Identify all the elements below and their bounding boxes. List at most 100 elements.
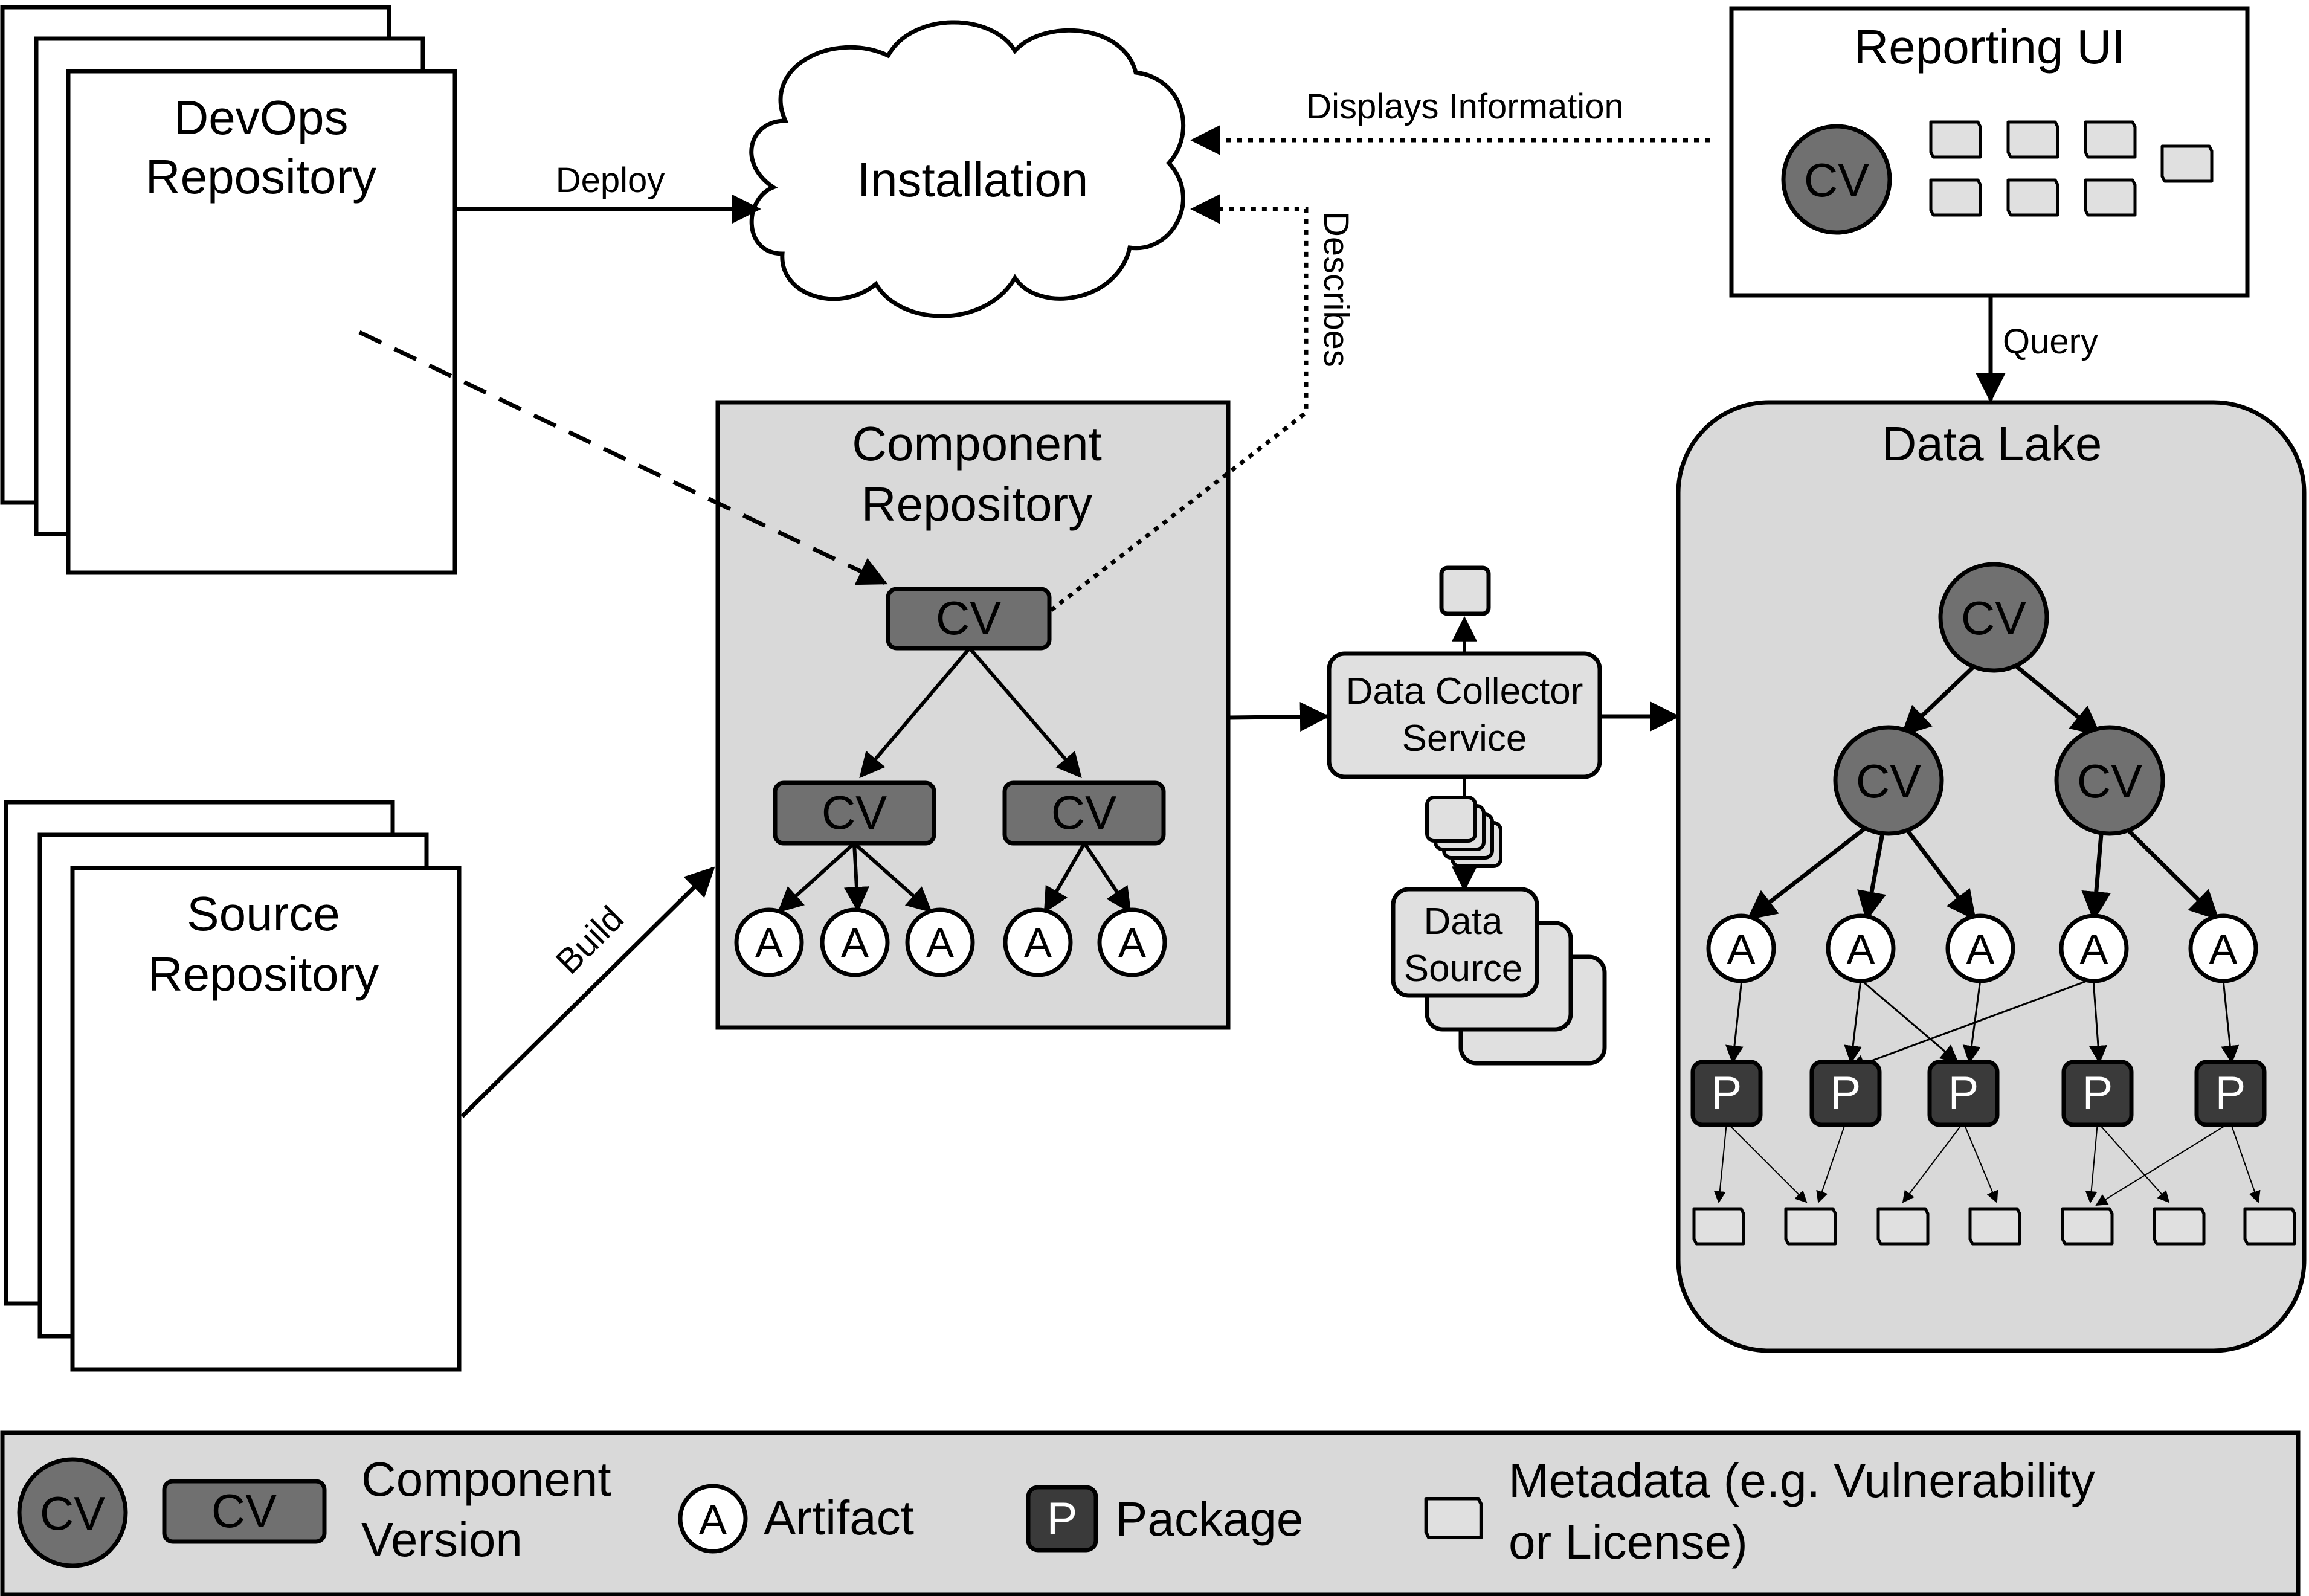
artifact-label: A [2080,925,2108,973]
legend-package: P [1026,1485,1098,1553]
component-repository-label-1: Component [852,417,1102,471]
package-label: P [2215,1067,2246,1119]
legend-artifact: A [678,1484,748,1554]
cv-label: CV [822,786,887,839]
artifact-label: A [1118,919,1147,967]
metadata-icon [2245,1209,2295,1244]
artifact-node: A [1706,913,1776,983]
installation-cloud: Installation [749,20,1185,318]
legend-cv-box-label: CV [211,1484,277,1537]
reporting-ui-label: Reporting UI [1853,20,2125,74]
metadata-icon [2162,146,2212,181]
installation-label: Installation [857,153,1088,207]
describes-label: Describes [1316,211,1356,367]
displays-information-label: Displays Information [1306,87,1623,126]
metadata-icon [2008,180,2058,215]
data-collector-label-2: Service [1402,718,1527,759]
source-repository-label-1: Source [187,887,340,941]
cv-label: CV [1051,786,1116,839]
package-label: P [1712,1067,1742,1119]
component-repository: Component Repository CV CV CV A A A [715,400,1231,1030]
package-node: P [1809,1060,1882,1127]
cv-label: CV [936,591,1001,645]
artifact-node: A [734,907,804,977]
metadata-icon [2063,1209,2112,1244]
data-lake-label: Data Lake [1882,417,2102,471]
devops-to-cv-dashed-edge [358,330,888,585]
artifact-node: A [1945,913,2015,983]
cv-label: CV [1856,755,1921,808]
legend-artifact-glyph: A [699,1496,727,1543]
artifact-label: A [755,919,784,967]
deploy-label: Deploy [556,161,665,200]
mini-source-stack [1425,796,1502,868]
component-repository-label-2: Repository [861,477,1092,531]
package-label: P [2082,1067,2113,1119]
legend-metadata-icon [1426,1499,1481,1537]
devops-repository: DevOps Repository [0,5,457,575]
metadata-icon [2085,122,2135,157]
cv-label: CV [1804,153,1869,207]
data-source-label-1: Data [1424,901,1503,942]
package-node: P [1927,1060,2000,1127]
artifact-node: A [2188,913,2258,983]
legend-cv-box: CV [162,1479,327,1544]
legend: CV CV Component Version A Artifact P Pac… [0,1430,2301,1596]
cv-circle: CV [1833,725,1944,836]
artifact-nodes: A A A A A [734,907,1167,977]
legend-package-glyph: P [1047,1493,1078,1545]
artifact-label: A [1847,925,1875,973]
legend-component-version-1: Component [361,1452,611,1506]
metadata-icon [1439,565,1491,616]
artifact-node: A [1826,913,1896,983]
metadata-icon [2154,1209,2204,1244]
data-collector-service: Data Collector Service [1327,651,1602,779]
cv-label: CV [1961,591,2026,645]
artifact-label: A [1727,925,1756,973]
package-node: P [2061,1060,2134,1127]
artifact-label: A [1024,919,1052,967]
data-source: Data Source [1391,887,1607,1066]
deploy-edge: Deploy [457,161,761,224]
query-edge: Query [1976,295,2098,403]
package-node: P [2194,1060,2267,1127]
data-collector-label-1: Data Collector [1346,671,1583,712]
data-source-label-2: Source [1404,948,1522,989]
legend-package-label: Package [1115,1492,1303,1546]
source-repository: Source Repository [4,800,462,1372]
query-label: Query [2003,322,2098,361]
metadata-icon [1694,1209,1744,1244]
cv-circle: CV [2054,725,2165,836]
package-label: P [1831,1067,1861,1119]
legend-component-version-2: Version [361,1513,523,1566]
artifact-node: A [1097,907,1167,977]
build-edge: Build [460,866,715,1118]
legend-metadata-1: Metadata (e.g. Vulnerability [1509,1453,2095,1507]
artifact-label: A [2209,925,2238,973]
legend-cv-circle: CV [17,1457,128,1568]
cv-label: CV [2077,755,2142,808]
data-lake: Data Lake [1676,400,2307,1353]
metadata-icon [1786,1209,1835,1244]
artifact-node: A [905,907,975,977]
reporting-ui: Reporting UI CV [1729,6,2250,298]
legend-artifact-label: Artifact [764,1491,914,1545]
cv-box: CV [773,780,936,846]
artifact-node: A [2059,913,2129,983]
package-node: P [1690,1060,1763,1127]
metadata-icon [1970,1209,2020,1244]
cv-circle: CV [1938,562,2049,673]
metadata-icon [2008,122,2058,157]
metadata-icon [1931,122,1980,157]
describes-edge: Describes [1049,194,1356,612]
cv-box: CV [886,587,1052,651]
devops-repository-label-1: DevOps [174,91,349,144]
artifact-node: A [1003,907,1073,977]
cv-box: CV [1002,780,1166,846]
package-label: P [1948,1067,1979,1119]
metadata-icon [1931,180,1980,215]
legend-metadata-2: or License) [1509,1515,1748,1569]
displays-information-edge: Displays Information [1190,87,1710,155]
metadata-icon [2085,180,2135,215]
